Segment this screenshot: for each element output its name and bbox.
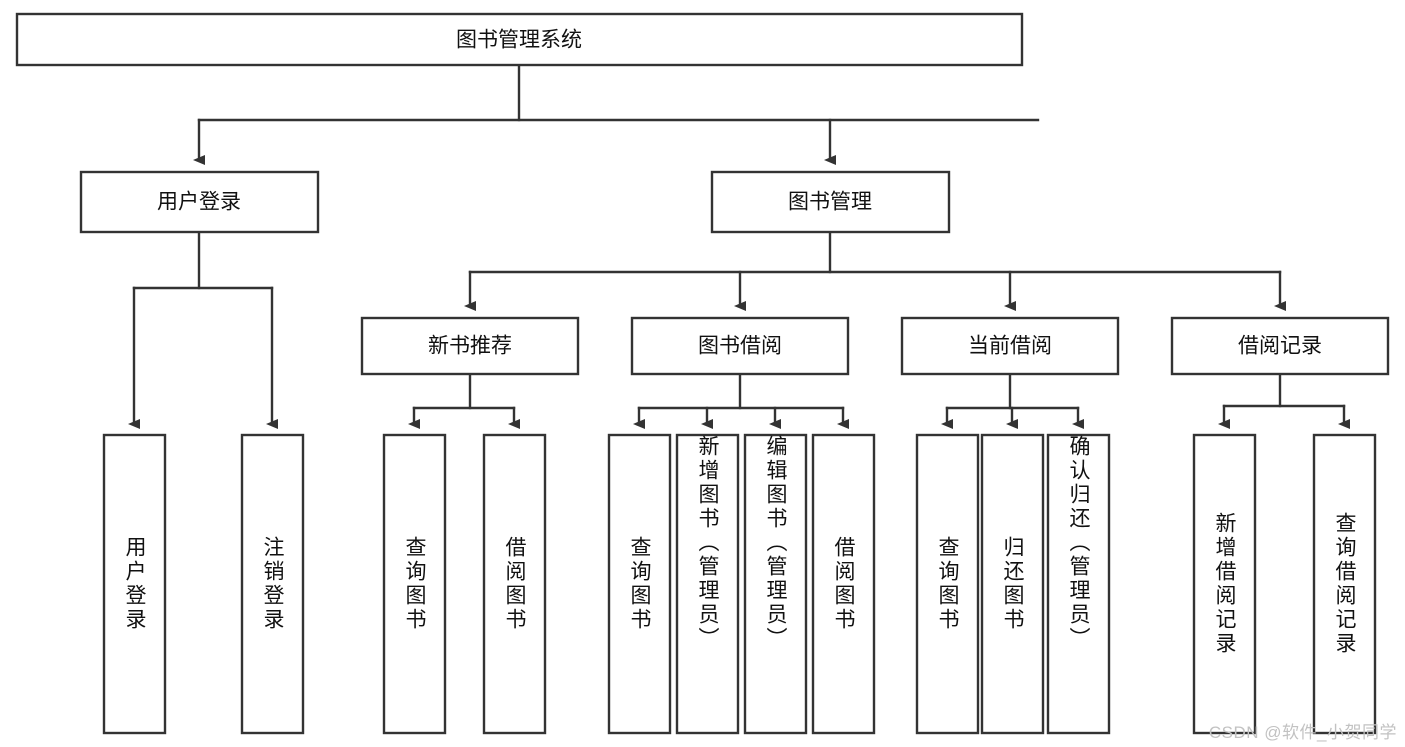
connector-newbook-to-leaves xyxy=(408,372,520,429)
leaf-boxes xyxy=(102,433,1377,735)
node-new-book-rec[interactable]: 新书推荐 xyxy=(360,316,580,376)
node-leaf-query-book-2[interactable] xyxy=(607,433,672,735)
node-leaf-return-book[interactable] xyxy=(980,433,1045,735)
node-leaf-add-record[interactable] xyxy=(1192,433,1257,735)
node-leaf-edit-book[interactable] xyxy=(743,433,808,735)
node-current-borrow[interactable]: 当前借阅 xyxy=(900,316,1120,376)
node-borrow-record[interactable]: 借阅记录 xyxy=(1170,316,1390,376)
node-leaf-query-book-1[interactable] xyxy=(382,433,447,735)
node-leaf-borrow-book-1[interactable] xyxy=(482,433,547,735)
node-root[interactable]: 图书管理系统 xyxy=(15,12,1024,67)
node-leaf-confirm-return[interactable] xyxy=(1046,433,1111,735)
node-leaf-query-book-3[interactable] xyxy=(915,433,980,735)
node-book-borrow-label: 图书借阅 xyxy=(698,335,782,358)
connector-root-to-level1 xyxy=(193,63,1040,165)
node-user-login[interactable]: 用户登录 xyxy=(79,170,320,234)
node-leaf-add-book[interactable] xyxy=(675,433,740,735)
connector-borrowrecord-to-leaves xyxy=(1218,372,1350,429)
connector-currentborrow-to-leaves xyxy=(941,372,1084,429)
node-book-manage-label: 图书管理 xyxy=(788,191,872,214)
node-new-book-rec-label: 新书推荐 xyxy=(428,335,512,358)
node-current-borrow-label: 当前借阅 xyxy=(968,335,1052,358)
node-user-login-label: 用户登录 xyxy=(157,191,241,214)
connector-bookmanage-to-level2 xyxy=(464,230,1286,311)
node-leaf-logout-login[interactable] xyxy=(240,433,305,735)
connector-bookborrow-to-leaves xyxy=(633,372,849,429)
node-book-manage[interactable]: 图书管理 xyxy=(710,170,951,234)
node-borrow-record-label: 借阅记录 xyxy=(1238,335,1322,358)
node-leaf-user-login[interactable] xyxy=(102,433,167,735)
csdn-watermark: CSDN @软件_小贺同学 xyxy=(1208,723,1397,742)
node-leaf-borrow-book-2[interactable] xyxy=(811,433,876,735)
node-leaf-query-record[interactable] xyxy=(1312,433,1377,735)
node-root-label: 图书管理系统 xyxy=(456,29,582,52)
connector-userlogin-to-leaves xyxy=(128,230,278,429)
node-book-borrow[interactable]: 图书借阅 xyxy=(630,316,850,376)
